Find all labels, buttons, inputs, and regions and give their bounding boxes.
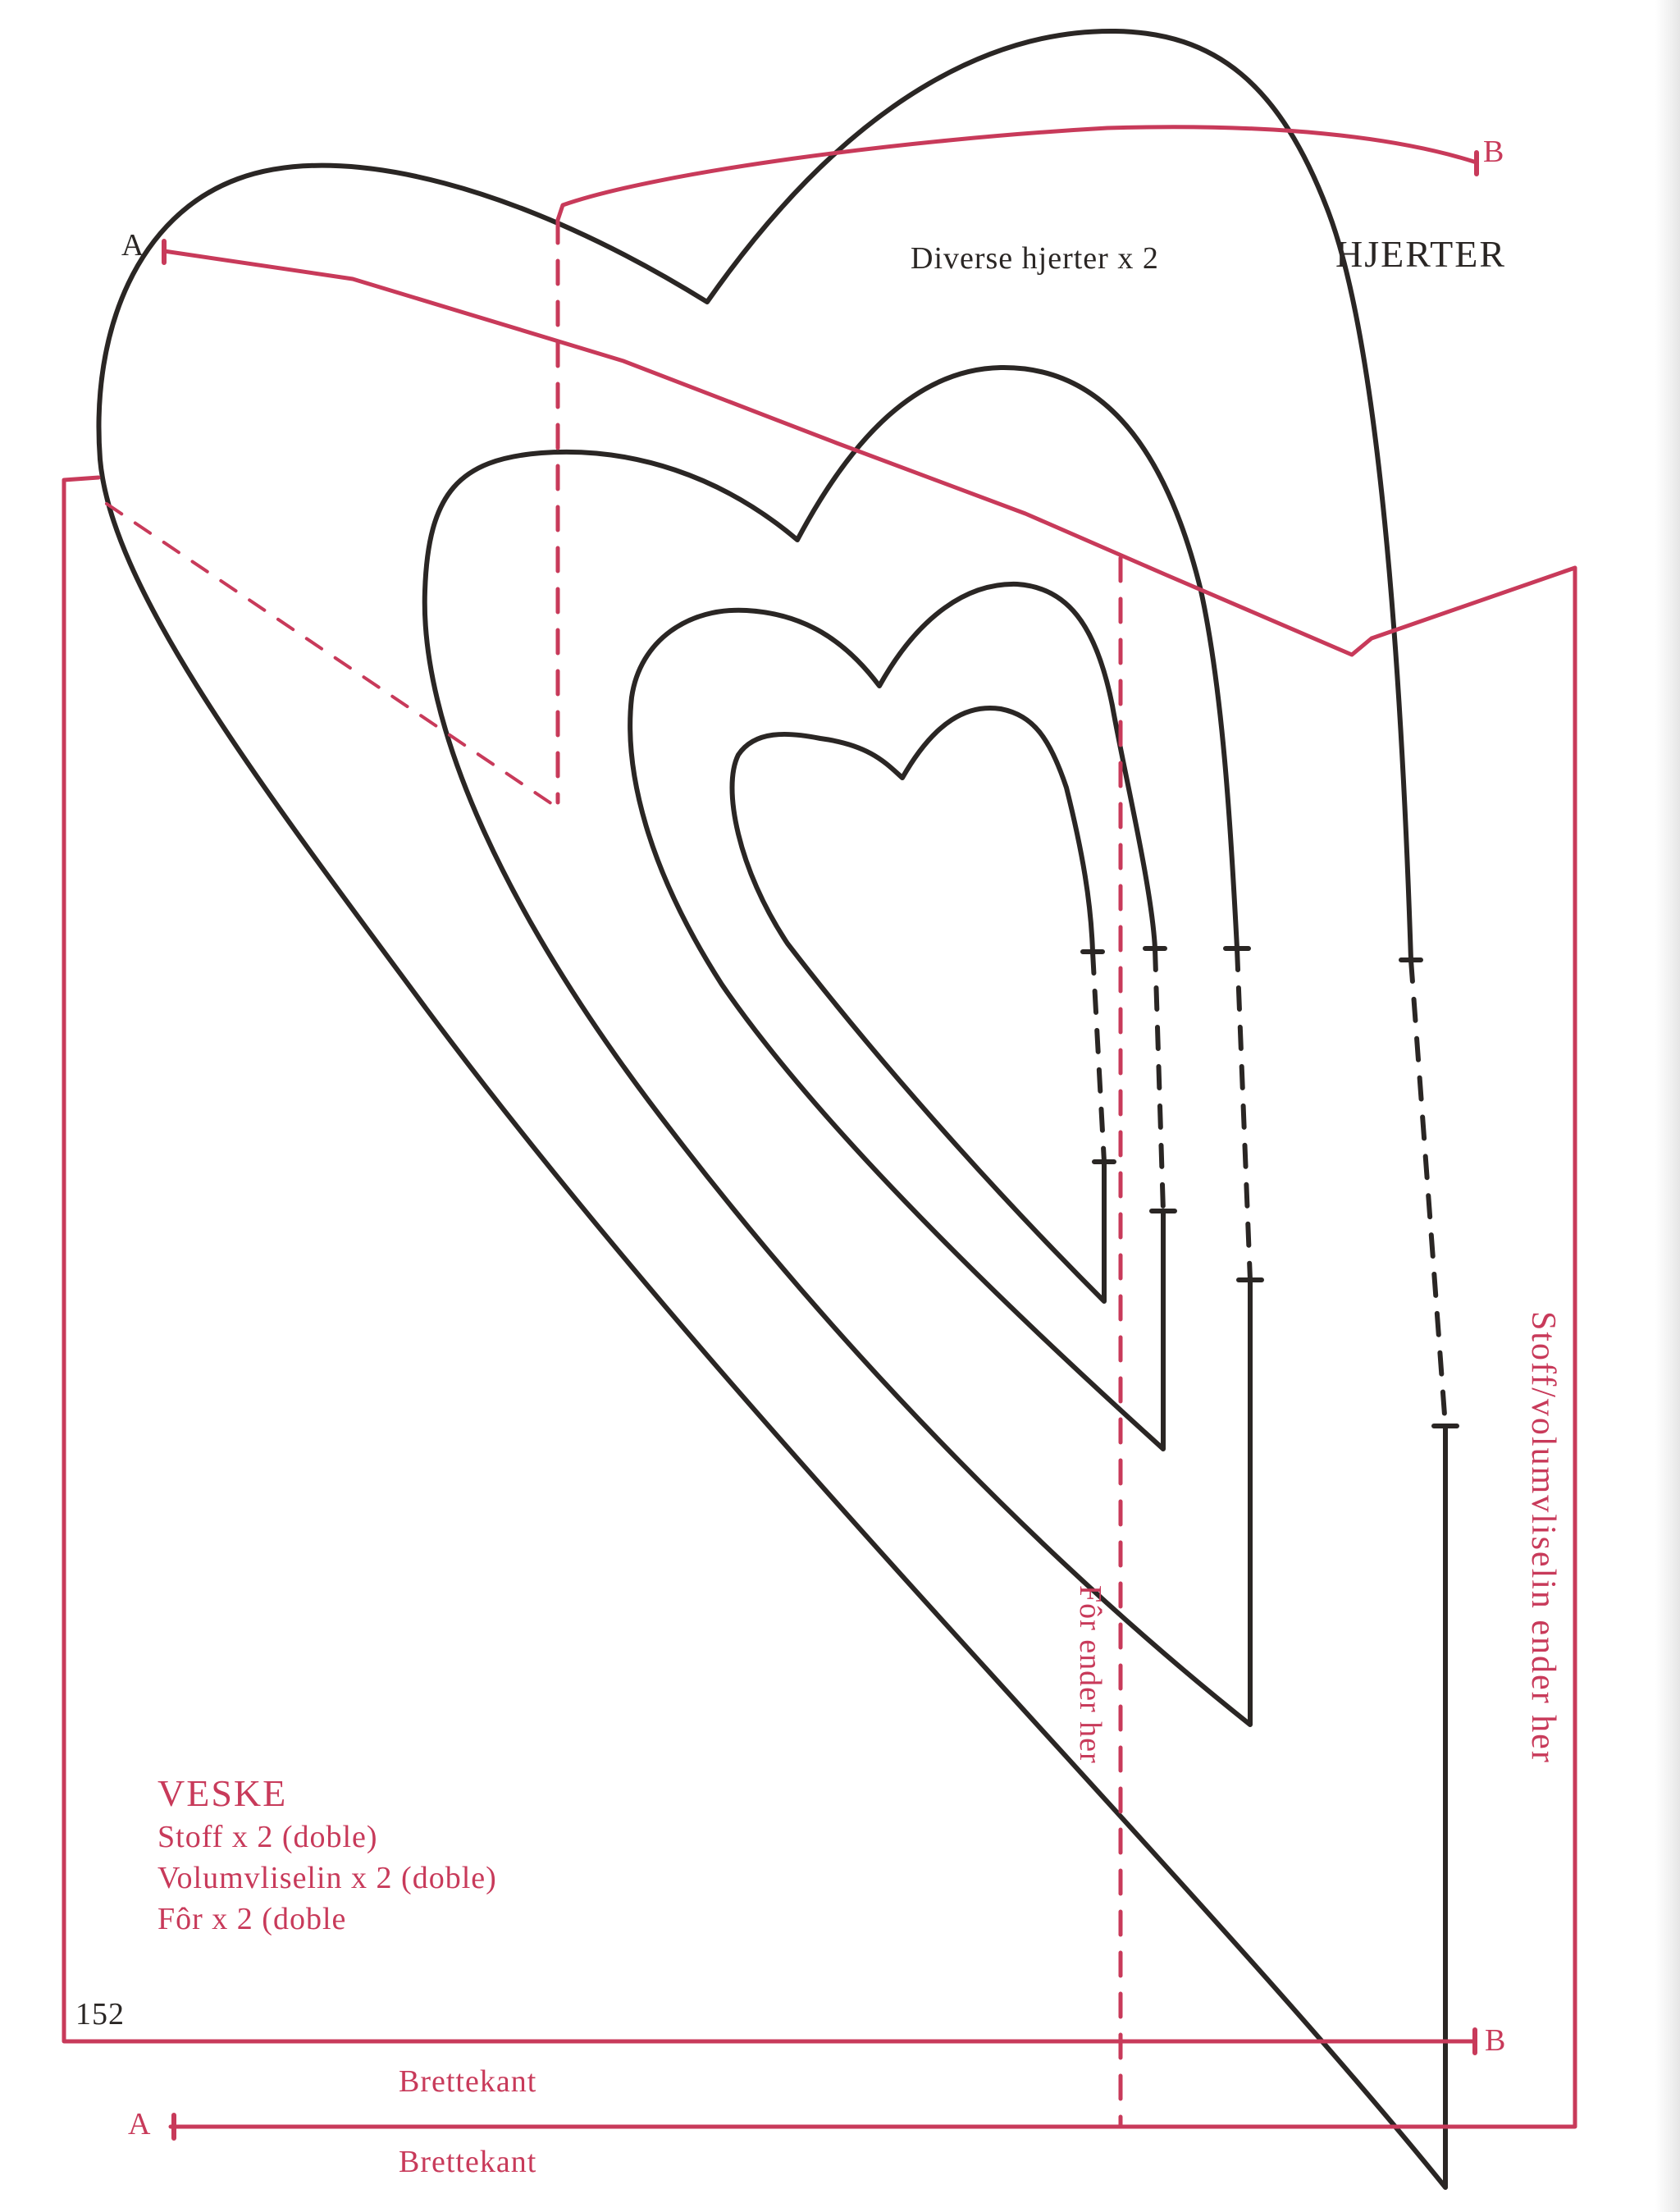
heart-tick-1: [1399, 957, 1459, 1428]
bag-front-outline: [162, 249, 1577, 2129]
bag-flap-outline: [555, 125, 1479, 222]
marker-b-top: B: [1483, 135, 1505, 169]
lining-ends-label: Fôr ender her: [1073, 1585, 1107, 1764]
bag-line-lining: Fôr x 2 (doble: [158, 1902, 347, 1936]
bag-line-interfacing: Volumvliselin x 2 (doble): [158, 1861, 497, 1895]
heart-tick-2: [1223, 946, 1264, 1282]
heart-dash-2: [1235, 946, 1253, 1282]
heart-outline-2: [422, 364, 1253, 1727]
marker-a-bottom: A: [128, 2107, 152, 2141]
bag-instructions: VESKE Stoff x 2 (doble) Volumvliselin x …: [158, 1771, 497, 1940]
heart-dash-4: [1090, 949, 1107, 1164]
heart-outline-1: [96, 28, 1448, 2190]
marker-ticks: [162, 150, 1479, 2141]
page-number: 152: [75, 1997, 125, 2031]
subtitle-hearts: Diverse hjerter x 2: [911, 241, 1159, 276]
bag-outline: [62, 475, 1477, 2044]
heart-dash-3: [1153, 946, 1166, 1213]
bag-title: VESKE: [158, 1772, 288, 1814]
marker-b-bottom: B: [1485, 2023, 1507, 2058]
marker-a-top: A: [121, 228, 145, 263]
heading-hjerter: HJERTER: [1335, 233, 1507, 275]
heart-tick-4: [1080, 949, 1116, 1164]
fold-label-lower: Brettekant: [399, 2145, 537, 2179]
bag-corner-dashline: [105, 502, 556, 807]
fold-label-upper: Brettekant: [399, 2064, 537, 2099]
heart-outline-4: [729, 706, 1107, 1304]
fabric-ends-label: Stoff/volumvliselin ender her: [1524, 1311, 1562, 1764]
scan-edge: [1655, 0, 1680, 2212]
heart-dash-1: [1408, 957, 1448, 1428]
heart-outline-3: [628, 581, 1166, 1451]
heart-tick-3: [1143, 946, 1177, 1213]
bag-line-fabric: Stoff x 2 (doble): [158, 1820, 378, 1854]
